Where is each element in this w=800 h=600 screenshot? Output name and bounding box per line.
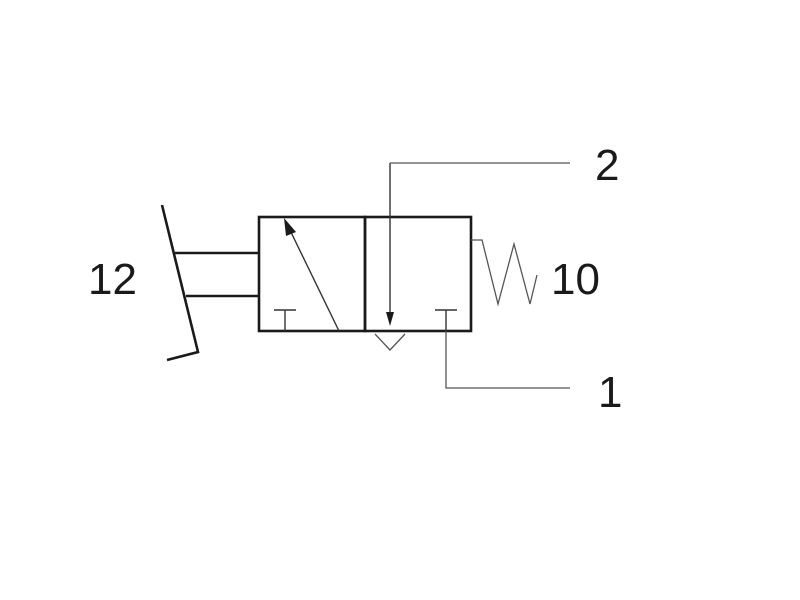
label-port-1: 1 — [598, 368, 622, 417]
flow-path-diagonal — [286, 223, 340, 332]
valve-box-right — [363, 215, 473, 333]
leader-port-1 — [445, 331, 570, 389]
return-spring-icon — [471, 239, 538, 307]
right-position-paths — [374, 163, 457, 351]
down-arrow-head-icon — [386, 312, 394, 326]
actuator-lever — [160, 204, 200, 362]
manual-actuator — [160, 204, 259, 362]
exhaust-triangle-icon — [374, 333, 406, 351]
label-port-2: 2 — [595, 141, 619, 190]
port-leaders — [390, 162, 570, 389]
flow-arrow-head-icon — [284, 218, 296, 236]
left-position-paths — [274, 218, 340, 332]
valve-body — [257, 215, 473, 333]
label-port-10: 10 — [551, 255, 600, 304]
label-port-12: 12 — [88, 255, 137, 304]
